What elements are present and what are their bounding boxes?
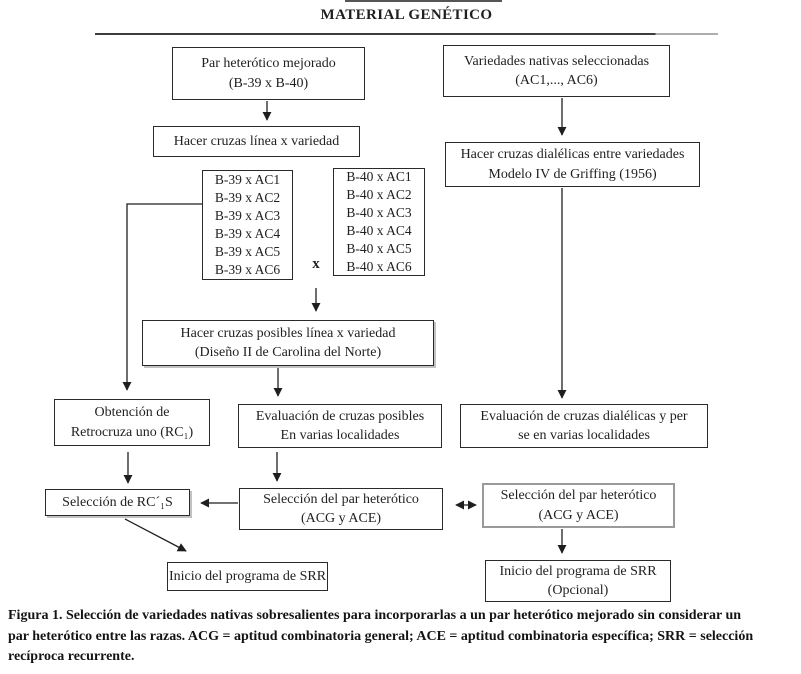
list-item: B-39 x AC1: [214, 172, 281, 188]
node-line: Variedades nativas seleccionadas: [463, 53, 650, 69]
node-line: (ACG y ACE): [538, 507, 619, 523]
caption-line: par heterótico entre las razas. ACG = ap…: [8, 628, 754, 644]
list-item: B-40 x AC5: [346, 240, 412, 256]
node-line: Evaluación de cruzas posibles: [255, 408, 425, 424]
list-item: B-40 x AC4: [346, 223, 412, 238]
list-item: B-39 x AC4: [214, 226, 281, 241]
caption-line: Figura 1. Selección de variedades nativa…: [8, 608, 742, 623]
figure-caption: Figura 1. Selección de variedades nativa…: [8, 606, 801, 668]
node-line: (Opcional): [547, 583, 609, 598]
list-item: B-39 x AC3: [214, 208, 281, 224]
list-item: B-39 x AC5: [214, 243, 281, 259]
node-obtencion-retrocruza: Obtención de Retrocruza uno (RC₁): [54, 399, 210, 446]
node-line: Selección del par heterótico: [500, 488, 657, 504]
node-seleccion-par-heterotico-left: Selección del par heterótico (ACG y ACE): [239, 488, 443, 530]
node-line: se en varias localidades: [518, 428, 650, 443]
list-item: B-40 x AC6: [346, 258, 412, 274]
node-line: Obtención de: [94, 405, 170, 421]
node-line: (ACG y ACE): [300, 511, 382, 526]
node-b40-cross-list: B-40 x AC1 B-40 x AC2 B-40 x AC3 B-40 x …: [333, 168, 425, 276]
title-rule: [95, 33, 718, 35]
node-line: Selección del par heterótico: [263, 491, 419, 507]
node-hacer-cruzas-dialelicas: Hacer cruzas dialélicas entre variedades…: [445, 142, 700, 187]
node-line: Modelo IV de Griffing (1956): [488, 166, 657, 182]
node-inicio-srr-left: Inicio del programa de SRR: [167, 562, 328, 591]
node-line: Evaluación de cruzas dialélicas y per: [480, 408, 688, 424]
cross-label: x: [312, 256, 320, 272]
node-evaluacion-posibles: Evaluación de cruzas posibles En varias …: [238, 404, 442, 448]
node-line: Par heterótico mejorado: [201, 56, 336, 72]
node-line: Hacer cruzas posibles línea x variedad: [180, 325, 396, 341]
node-line: Hacer cruzas dialélicas entre variedades: [460, 147, 685, 163]
node-line: En varias localidades: [280, 428, 400, 443]
node-seleccion-par-heterotico-right: Selección del par heterótico (ACG y ACE): [482, 483, 675, 528]
list-item: B-40 x AC2: [346, 187, 412, 203]
caption-line: recíproca recurrente.: [8, 649, 135, 664]
node-line: (B-39 x B-40): [228, 75, 309, 91]
node-line: Retrocruza uno (RC₁): [70, 424, 194, 440]
node-line: (Diseño II de Carolina del Norte): [194, 345, 382, 360]
arrow-rc1s-to-inicioleft: [124, 518, 187, 552]
node-line: Inicio del programa de SRR: [499, 563, 657, 579]
node-variedades-nativas: Variedades nativas seleccionadas (AC1,..…: [443, 45, 670, 97]
figure-title: MATERIAL GENÉTICO: [320, 7, 493, 23]
node-b39-cross-list: B-39 x AC1 B-39 x AC2 B-39 x AC3 B-39 x …: [202, 170, 293, 280]
node-inicio-srr-right: Inicio del programa de SRR (Opcional): [485, 560, 671, 602]
node-par-heterotico-mejorado: Par heterótico mejorado (B-39 x B-40): [172, 47, 365, 100]
list-item: B-40 x AC1: [346, 169, 412, 185]
node-line: Selección de RC´₁S: [62, 494, 173, 510]
node-hacer-cruzas-linea: Hacer cruzas línea x variedad: [153, 126, 360, 157]
node-line: Inicio del programa de SRR: [168, 568, 327, 584]
list-item: B-39 x AC6: [214, 261, 281, 277]
node-evaluacion-dialelicas: Evaluación de cruzas dialélicas y per se…: [460, 404, 708, 448]
list-item: B-39 x AC2: [214, 190, 281, 206]
top-edge-line: [345, 0, 502, 2]
node-line: (AC1,..., AC6): [515, 73, 598, 88]
node-hacer-cruzas-posibles: Hacer cruzas posibles línea x variedad (…: [142, 320, 434, 366]
list-item: B-40 x AC3: [346, 205, 412, 221]
node-seleccion-rc1s: Selección de RC´₁S: [45, 489, 190, 516]
node-line: Hacer cruzas línea x variedad: [173, 133, 340, 149]
